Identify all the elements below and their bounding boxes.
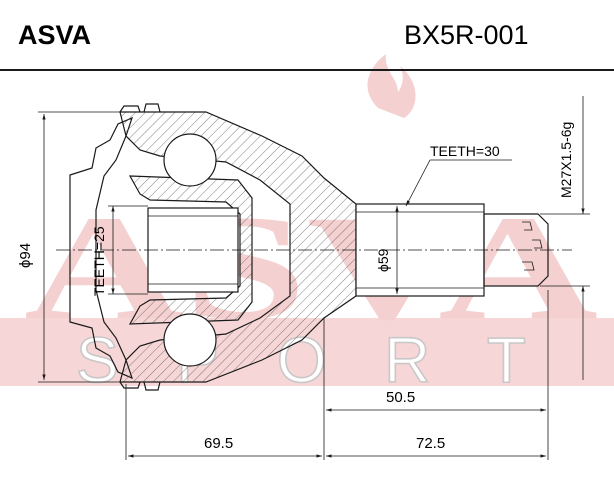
leader-line [405, 159, 431, 207]
diameter-94-label: ϕ94 [17, 243, 34, 268]
ball-top [163, 133, 217, 187]
part-number: BX5R-001 [404, 20, 529, 50]
ball-bottom [163, 313, 217, 367]
threaded-end [483, 213, 549, 287]
thread-marks [522, 221, 543, 271]
teeth-30-label: TEETH=30 [430, 143, 500, 159]
diameter-59-dimension: ϕ59 [375, 206, 399, 294]
cv-joint-section [56, 103, 572, 391]
housing-notches-top [119, 103, 161, 113]
watermark-flame-icon [367, 54, 416, 118]
housing-notches-bottom [119, 381, 161, 391]
thread-dimension: M27X1.5-6g [540, 96, 590, 380]
diameter-59-label: ϕ59 [375, 248, 391, 272]
length-72-5-label: 72.5 [416, 435, 445, 452]
inner-race [128, 175, 253, 325]
length-69-5-label: 69.5 [204, 435, 233, 452]
boot-seal [69, 116, 133, 380]
teeth-25-dimension: TEETH=25 [91, 205, 148, 296]
length-dimensions: 50.5 69.5 72.5 [125, 290, 549, 460]
length-50-5-label: 50.5 [386, 389, 415, 406]
teeth-30-callout: TEETH=30 [405, 143, 512, 207]
thread-label: M27X1.5-6g [558, 122, 574, 198]
brand-logo: ASVA [18, 20, 91, 50]
outer-housing [119, 111, 357, 383]
teeth-25-label: TEETH=25 [91, 226, 107, 296]
diameter-94-dimension: ϕ94 [17, 111, 122, 383]
